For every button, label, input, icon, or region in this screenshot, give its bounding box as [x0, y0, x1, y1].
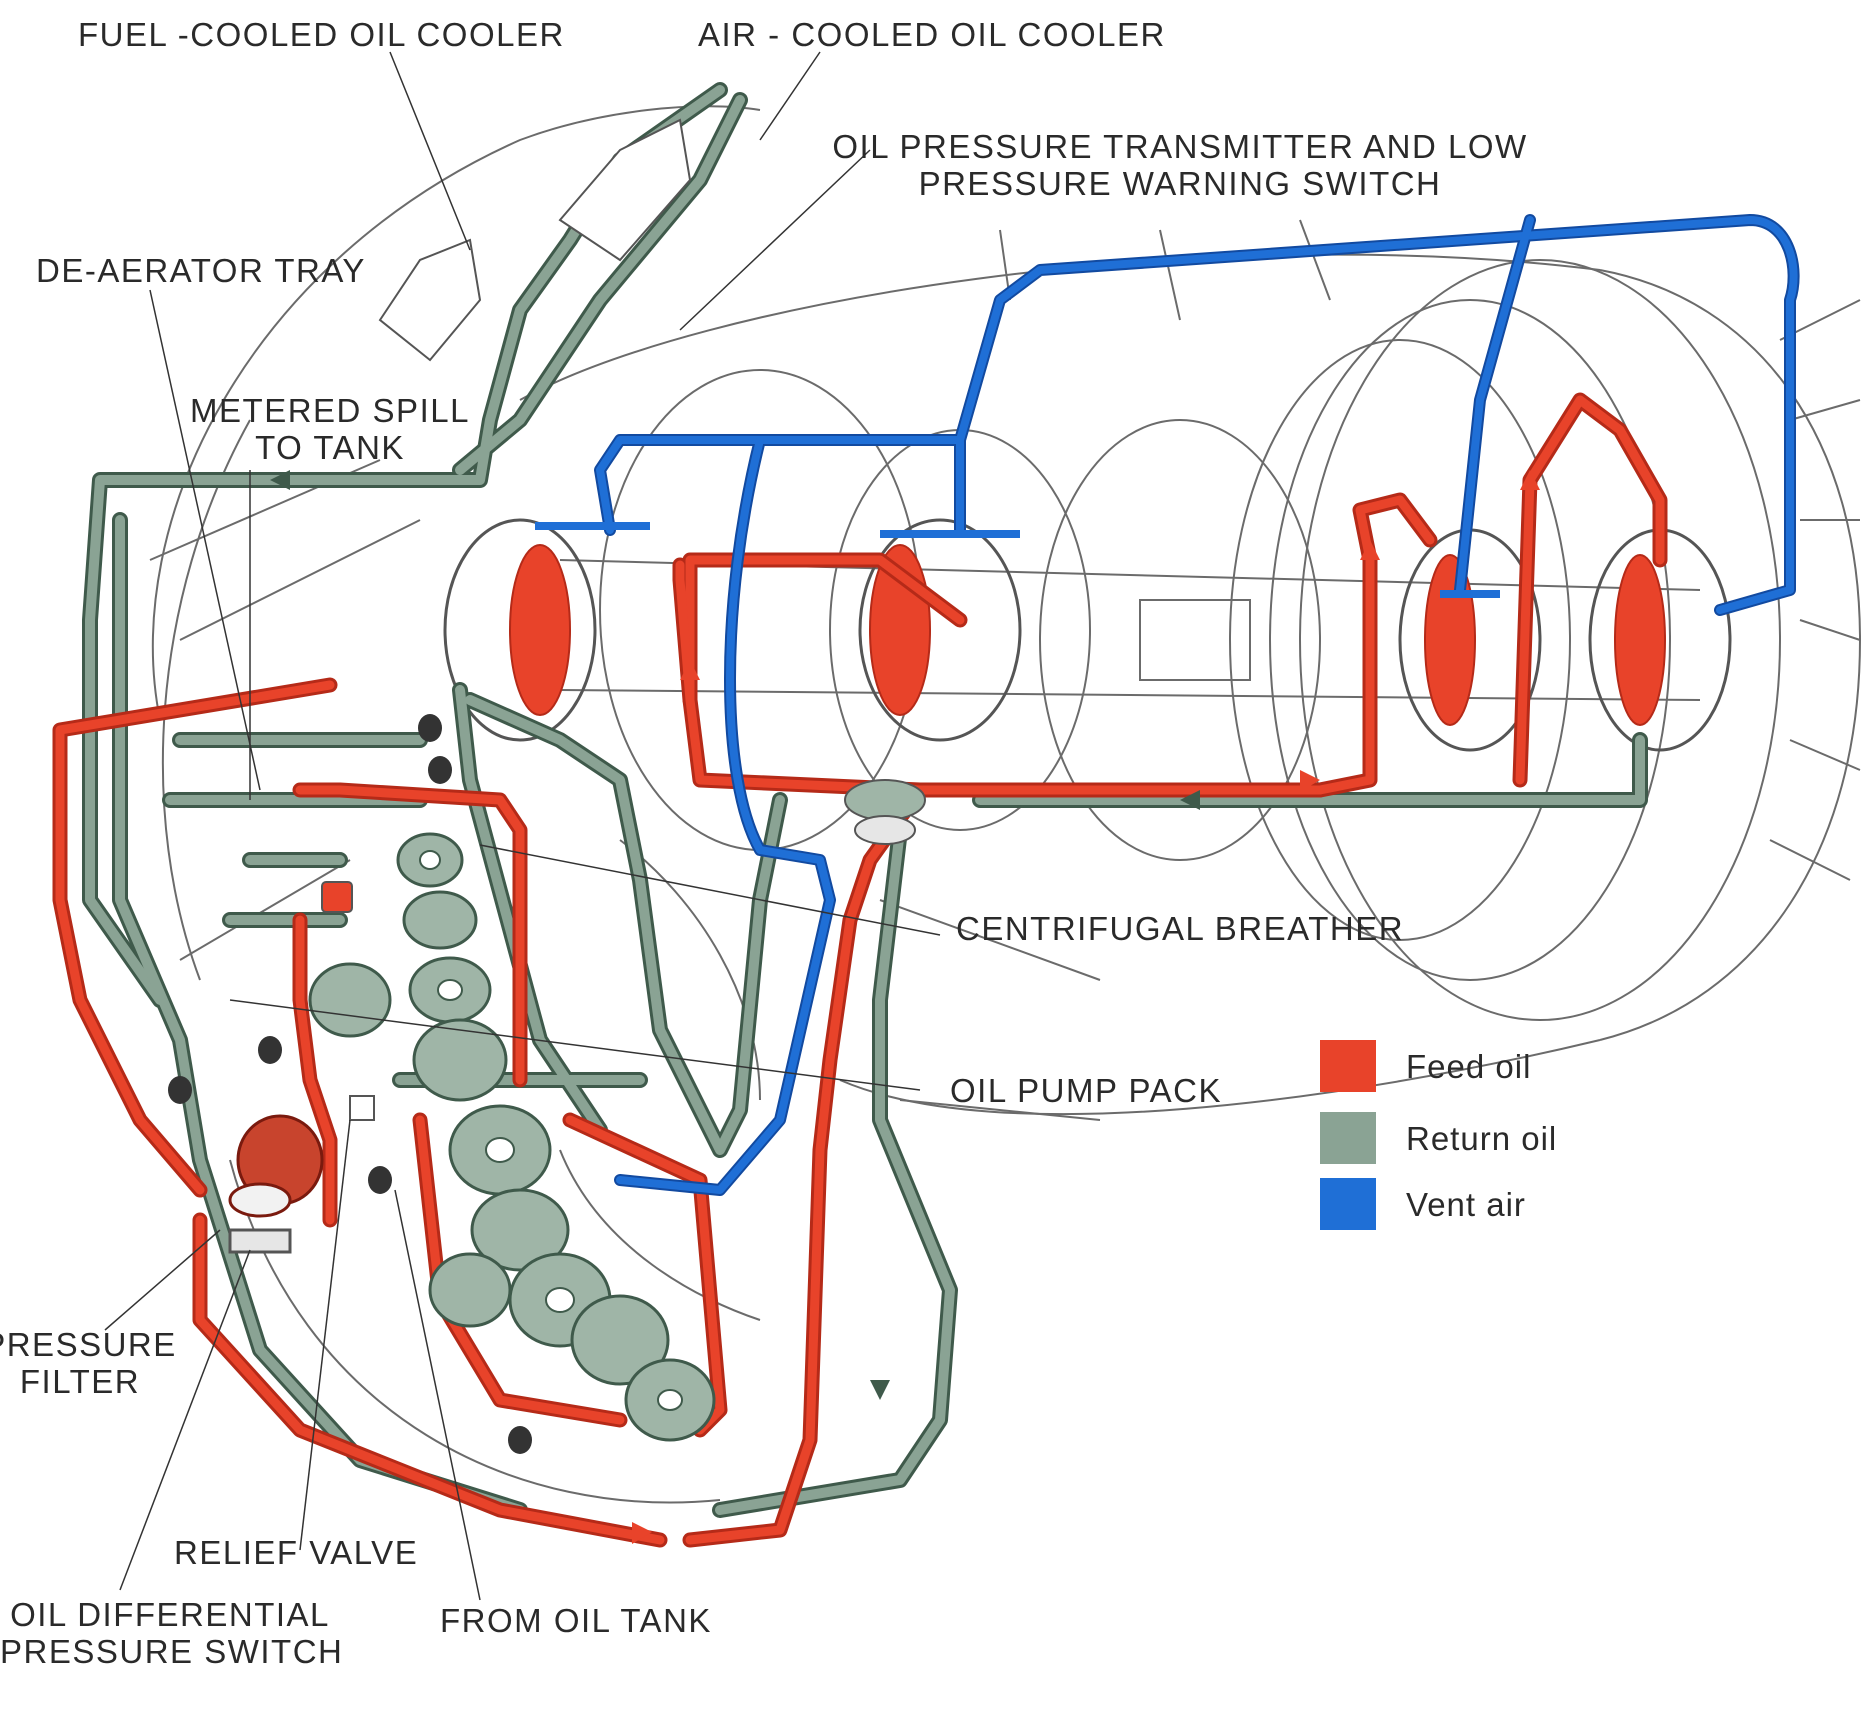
label-diff-line-2: PRESSURE SWITCH [0, 1633, 344, 1670]
bearing-rollers [509, 544, 1666, 726]
legend-label-return: Return oil [1406, 1120, 1558, 1157]
label-from-oil-tank: FROM OIL TANK [440, 1602, 712, 1639]
oil-coolers [378, 118, 692, 362]
legend-swatch-feed [1320, 1040, 1376, 1092]
vent-caps [535, 522, 1500, 598]
diff-pressure-switch [321, 881, 353, 913]
label-filter-line-2: FILTER [19, 1363, 141, 1400]
label-diff-line-1: OIL DIFFERENTIAL [10, 1596, 330, 1633]
bearing-housings [443, 518, 1732, 752]
label-transmitter-line-2: PRESSURE WARNING SWITCH [918, 165, 1442, 202]
label-oil-pump-pack: OIL PUMP PACK [950, 1072, 1222, 1109]
legend-swatch-return [1320, 1112, 1376, 1164]
fittings [168, 714, 532, 1454]
centrifugal-breather [844, 779, 926, 845]
pressure-filter [228, 1114, 324, 1254]
legend-swatch-vent [1320, 1178, 1376, 1230]
label-fuel-cooled-oil-cooler: FUEL -COOLED OIL COOLER [78, 16, 565, 53]
legend-label-vent: Vent air [1406, 1186, 1526, 1223]
leader-lines [104, 51, 941, 1601]
label-oil-pressure-transmitter: OIL PRESSURE TRANSMITTER AND LOW PRESSUR… [810, 128, 1550, 202]
relief-valve [349, 1095, 375, 1121]
label-spill-line-2: TO TANK [255, 429, 405, 466]
label-relief-valve: RELIEF VALVE [174, 1534, 419, 1571]
pump-gear-hubs [419, 850, 683, 1411]
label-filter-line-1: PRESSURE [0, 1326, 177, 1363]
label-centrifugal-breather: CENTRIFUGAL BREATHER [956, 910, 1405, 947]
return-arrows [270, 470, 1200, 1400]
vent-air-lines [594, 214, 1800, 1196]
label-spill-line-1: METERED SPILL [190, 392, 470, 429]
label-pressure-filter: PRESSURE FILTER [0, 1326, 180, 1400]
legend-label-feed: Feed oil [1406, 1048, 1532, 1085]
vent-air-fill [600, 220, 1794, 1190]
label-transmitter-line-1: OIL PRESSURE TRANSMITTER AND LOW [832, 128, 1528, 165]
label-de-aerator-tray: DE-AERATOR TRAY [36, 252, 366, 289]
flow-arrows [632, 470, 1540, 1544]
label-oil-differential-switch: OIL DIFFERENTIAL PRESSURE SWITCH [0, 1596, 344, 1670]
label-air-cooled-oil-cooler: AIR - COOLED OIL COOLER [698, 16, 1166, 53]
label-metered-spill: METERED SPILL TO TANK [180, 392, 480, 466]
